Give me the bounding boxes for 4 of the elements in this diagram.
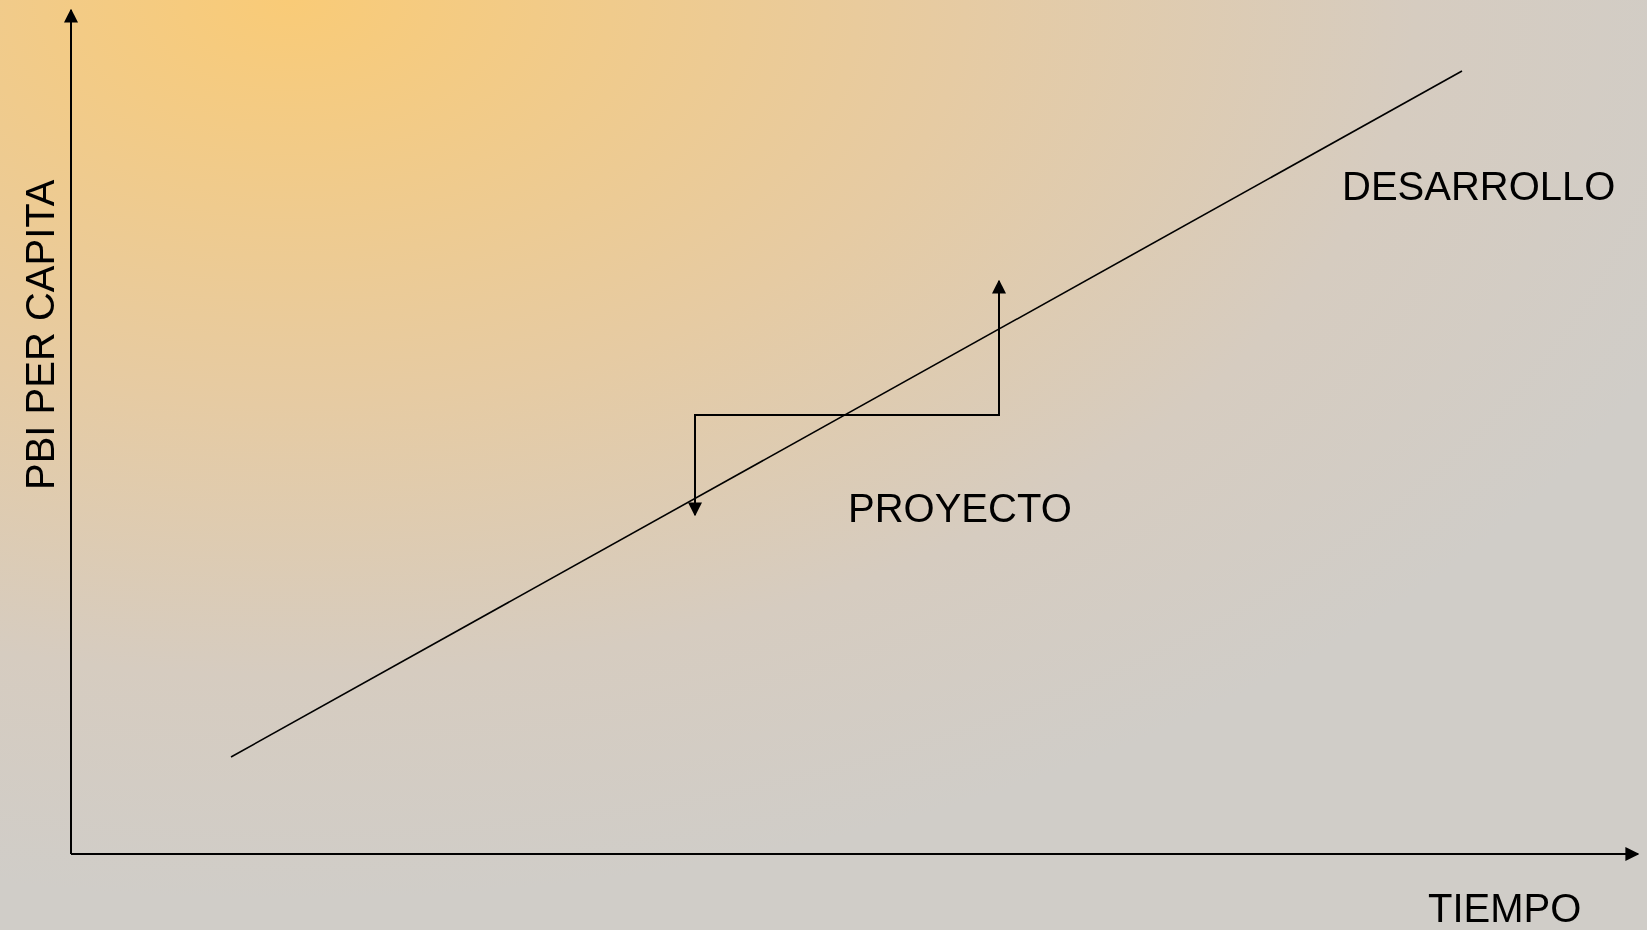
line-label: PROYECTO	[848, 488, 1072, 528]
axis-label: PBI PER CAPITA	[20, 179, 60, 490]
line-label: DESARROLLO	[1342, 166, 1616, 206]
axis-label: TIEMPO	[1428, 888, 1582, 928]
